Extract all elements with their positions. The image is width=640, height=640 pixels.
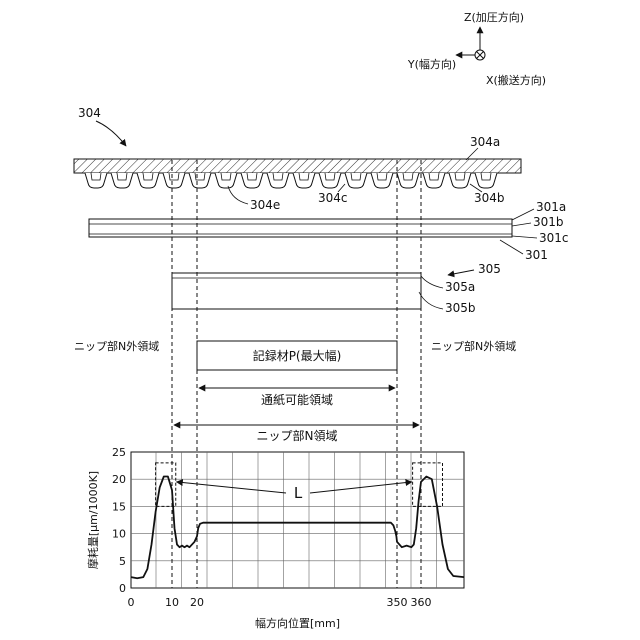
cog-row-304b [85, 173, 497, 188]
nip-region-label: ニップ部N領域 [257, 428, 338, 443]
x-axis-title: 幅方向位置[mm] [255, 616, 340, 630]
nip-outer-right-label: ニップ部N外領域 [431, 339, 516, 353]
cog-tooth [163, 173, 185, 188]
x-tick-label: 20 [190, 596, 204, 609]
ref-301b: 301b [533, 215, 564, 229]
cog-tooth [423, 173, 445, 188]
ref-304a-leader [466, 148, 478, 160]
y-tick-label: 10 [112, 528, 126, 541]
y-tick-label: 20 [112, 473, 126, 486]
ref-305a: 305a [445, 280, 475, 294]
y-tick-label: 0 [119, 582, 126, 595]
y-tick-label: 15 [112, 500, 126, 513]
wear-chart: 0 5 10 15 20 25 0 10 20 350360 幅方向位置[mm] 摩耗量[μm/100… [86, 446, 464, 630]
ref-305-arrow [448, 270, 474, 275]
cog-tooth [475, 173, 497, 188]
x-tick-label: 0 [128, 596, 135, 609]
ref-301: 301 [525, 248, 548, 262]
ref-301a: 301a [536, 200, 566, 214]
ref-301b-leader [512, 223, 531, 226]
ref-304e: 304e [250, 198, 280, 212]
y-axis-label: Y(幅方向) [407, 57, 456, 71]
y-tick-label: 5 [119, 555, 126, 568]
ref-305b: 305b [445, 301, 476, 315]
x-tick-label: 10 [165, 596, 179, 609]
cog-tooth [85, 173, 107, 188]
ref-305: 305 [478, 262, 501, 276]
member-304a [74, 159, 521, 173]
cog-tooth [293, 173, 315, 188]
cog-tooth [241, 173, 263, 188]
ref-301a-leader [512, 209, 534, 220]
ref-304a: 304a [470, 135, 500, 149]
y-axis-title: 摩耗量[μm/1000K] [86, 471, 100, 569]
ref-304b: 304b [474, 191, 505, 205]
x-axis-label: X(搬送方向) [486, 73, 546, 87]
ref-304e-leader [228, 186, 248, 204]
ref-305a-leader [421, 276, 443, 288]
cog-tooth [215, 173, 237, 188]
x-axis-into-page-icon [475, 50, 485, 60]
cog-tooth [137, 173, 159, 188]
ref-304-arrow [96, 121, 126, 146]
cog-tooth [397, 173, 419, 188]
plot-frame [131, 452, 464, 588]
cog-tooth [319, 173, 341, 188]
x-tick-label: 360 [411, 596, 432, 609]
cog-tooth [371, 173, 393, 188]
cog-tooth [189, 173, 211, 188]
ref-305b-leader [419, 292, 443, 309]
ref-301c-leader [512, 236, 537, 238]
ref-301-leader [500, 240, 523, 254]
axis-indicator: Z(加圧方向) Y(幅方向) X(搬送方向) [407, 10, 546, 87]
z-axis-label: Z(加圧方向) [464, 10, 524, 24]
ref-304: 304 [78, 106, 101, 120]
member-305b [172, 273, 421, 309]
nip-outer-left-label: ニップ部N外領域 [74, 339, 159, 353]
cog-tooth [267, 173, 289, 188]
callout-L-label: L [294, 484, 303, 502]
y-tick-label: 25 [112, 446, 126, 459]
cog-tooth [345, 173, 367, 188]
pass-region-label: 通紙可能領域 [261, 392, 333, 407]
cog-tooth [449, 173, 471, 188]
recording-material-label: 記録材P(最大幅) [253, 348, 342, 363]
ref-301c: 301c [539, 231, 569, 245]
x-tick-label: 350 [387, 596, 408, 609]
cog-tooth [111, 173, 133, 188]
ref-304c: 304c [318, 191, 348, 205]
